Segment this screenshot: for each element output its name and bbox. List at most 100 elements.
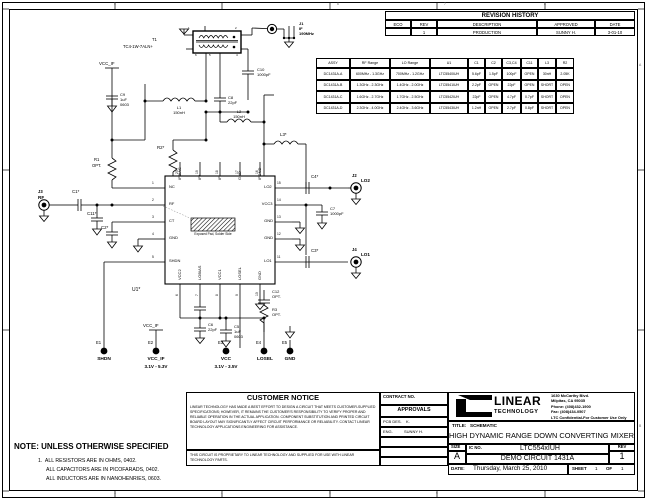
assy-cell: 2.4GHz - 3.6GHz <box>390 102 430 114</box>
assy-cell: 2.7pF <box>502 102 521 114</box>
testpoint-e1-name: SHDN <box>97 357 111 362</box>
assy-cell: 2.3GHz - 4.0GHz <box>350 102 390 114</box>
label-c10-refdes: C10 <box>257 67 265 72</box>
label-c5-value: 1uF <box>234 329 241 334</box>
ic-no-label: IC NO. <box>469 444 482 450</box>
customer-notice-box <box>186 392 380 450</box>
testpoint-e1-refdes: E1 <box>96 340 102 345</box>
label-c10-value: 1000pF <box>257 72 271 77</box>
notes-item-3: ALL INDUCTORS ARE IN NANOHENRIES, 0603. <box>46 476 162 482</box>
notes-heading: NOTE: UNLESS OTHERWISE SPECIFIED <box>14 442 169 451</box>
assy-cell: LTC5541IUH <box>430 79 468 91</box>
ic-pin-right-num: 15 <box>277 181 281 186</box>
testpoint-e3-name: VCC <box>220 357 232 362</box>
eng-label: ENG. <box>383 429 393 434</box>
assy-cell: LTC5540IUH <box>430 68 468 80</box>
assy-cell: 1.6GHz - 2.7GHz <box>350 91 390 103</box>
testpoint-e3-refdes: E3 <box>218 340 224 345</box>
zone-letter-b: B <box>639 424 642 428</box>
assy-cell: 1.3GHz - 2.3GHz <box>350 79 390 91</box>
net-label-vcc-if-bottom: VCC_IF <box>143 323 159 328</box>
assy-cell: 30nH <box>538 68 556 80</box>
label-r1-value: OPT. <box>92 163 102 168</box>
testpoint-e2-range: 3.1V - 5.3V <box>144 364 168 369</box>
connector-j3-refdes: J3 <box>38 189 43 194</box>
transformer-pin-1: 1 <box>188 26 190 30</box>
assy-cell: DC1431A-B <box>316 79 350 91</box>
assy-cell: DC1431A-C <box>316 91 350 103</box>
zone-letter-a: A <box>639 63 642 67</box>
assy-cell: 1.4GHz - 2.0GHz <box>390 79 430 91</box>
rev-value: 1 <box>619 451 625 461</box>
proprietary-text: THIS CIRCUIT IS PROPRIETARY TO LINEAR TE… <box>190 453 355 463</box>
label-c11-refdes: C11* <box>87 211 97 216</box>
approvals-blank-3 <box>380 457 448 466</box>
title-label: TITLE: <box>452 422 467 428</box>
ic-pin-left-name: GND <box>169 235 178 241</box>
zone-tick-bottom-6: 6 <box>436 491 438 495</box>
assy-cell: 22pF <box>468 91 485 103</box>
ic-pin-left-num: 3 <box>152 215 154 220</box>
ic-pin-right-name: GND <box>264 218 273 224</box>
ic-pin-right-num: 12 <box>277 232 281 237</box>
label-c6-value: 22pF <box>208 327 218 332</box>
ic-pin-left-name: NC <box>169 184 175 190</box>
label-c3-refdes: C3* <box>311 248 319 253</box>
approvals-cell <box>380 405 448 417</box>
company-name: LINEAR <box>494 394 542 408</box>
label-c9-refdes: C9 <box>120 92 126 97</box>
approvals-blank-1 <box>380 437 448 447</box>
assy-cell: OPEN <box>485 102 502 114</box>
testpoint-e3-range: 3.1V - 3.5V <box>214 364 238 369</box>
ic-refdes: U1* <box>132 287 141 293</box>
connector-j1-line1: IF <box>299 26 303 31</box>
testpoint-e2-refdes: E2 <box>148 340 154 345</box>
label-l1-refdes: L1 <box>176 105 182 110</box>
address-line-3: Phone: (408)432-1900 <box>551 403 591 409</box>
label-l3-refdes: L3* <box>280 132 287 137</box>
label-r2-refdes: R2* <box>157 145 165 150</box>
assy-col-assy: ASSY <box>316 58 350 68</box>
eng-value: SUNNY H. <box>404 429 424 434</box>
revision-row-approved: SUNNY H. <box>537 28 595 36</box>
label-c12-refdes: C12 <box>272 289 280 294</box>
connector-j4-label: LO1 <box>361 252 370 257</box>
zone-tick-bottom-5: 5 <box>329 491 331 495</box>
logo-address-cell <box>448 392 635 421</box>
label-c8-refdes: C8 <box>228 95 234 100</box>
label-c9-value: 1uF <box>120 97 127 102</box>
assy-cell: LTC5542IUH <box>430 91 468 103</box>
assy-cell: OPEN <box>556 79 574 91</box>
title-value: SCHEMATIC <box>470 422 497 428</box>
revision-col-approved: APPROVED <box>537 20 595 28</box>
assy-cell: 0.7pF <box>521 91 538 103</box>
assy-cell: LTC5543IUH <box>430 102 468 114</box>
notes-item-2: ALL CAPACITORS ARE IN PICOFARADS, 0402. <box>46 467 159 473</box>
demo-circuit-value: DEMO CIRCUIT 1431A <box>500 455 575 462</box>
assy-cell: OPEN <box>556 102 574 114</box>
label-c5-refdes: C5 <box>234 324 240 329</box>
ic-pin-left-name: CT <box>169 218 175 224</box>
connector-j4-refdes: J4 <box>352 247 357 252</box>
connector-j2-label: LO2 <box>361 178 370 183</box>
assy-cell: 600MHz - 1.3GHz <box>350 68 390 80</box>
date-cell <box>448 464 568 475</box>
revision-col-eco: ECO <box>385 20 411 28</box>
label-c7-value: 1000pF <box>330 211 344 216</box>
demo-circuit-cell <box>466 454 609 464</box>
assy-cell: OPEN <box>521 79 538 91</box>
address-line-4: Fax: (408)434-0507 <box>551 409 586 414</box>
assy-cell: SHORT <box>538 91 556 103</box>
assy-cell: 1.2nH <box>468 102 485 114</box>
drawing-border-inner <box>9 9 638 491</box>
revision-row-rev: 1 <box>411 28 437 36</box>
label-r3-value: OPT. <box>272 312 281 317</box>
transformer-pin-2: 2 <box>235 26 237 30</box>
ic-pin-left-num: 2 <box>152 198 154 203</box>
zone-tick-bottom-4: 4 <box>221 491 223 495</box>
connector-j3-label: RF <box>38 195 45 200</box>
address-line-5: LTC Confidential-For Customer Use Only <box>551 414 627 420</box>
assy-col-lo-range: LO Range <box>390 58 430 68</box>
